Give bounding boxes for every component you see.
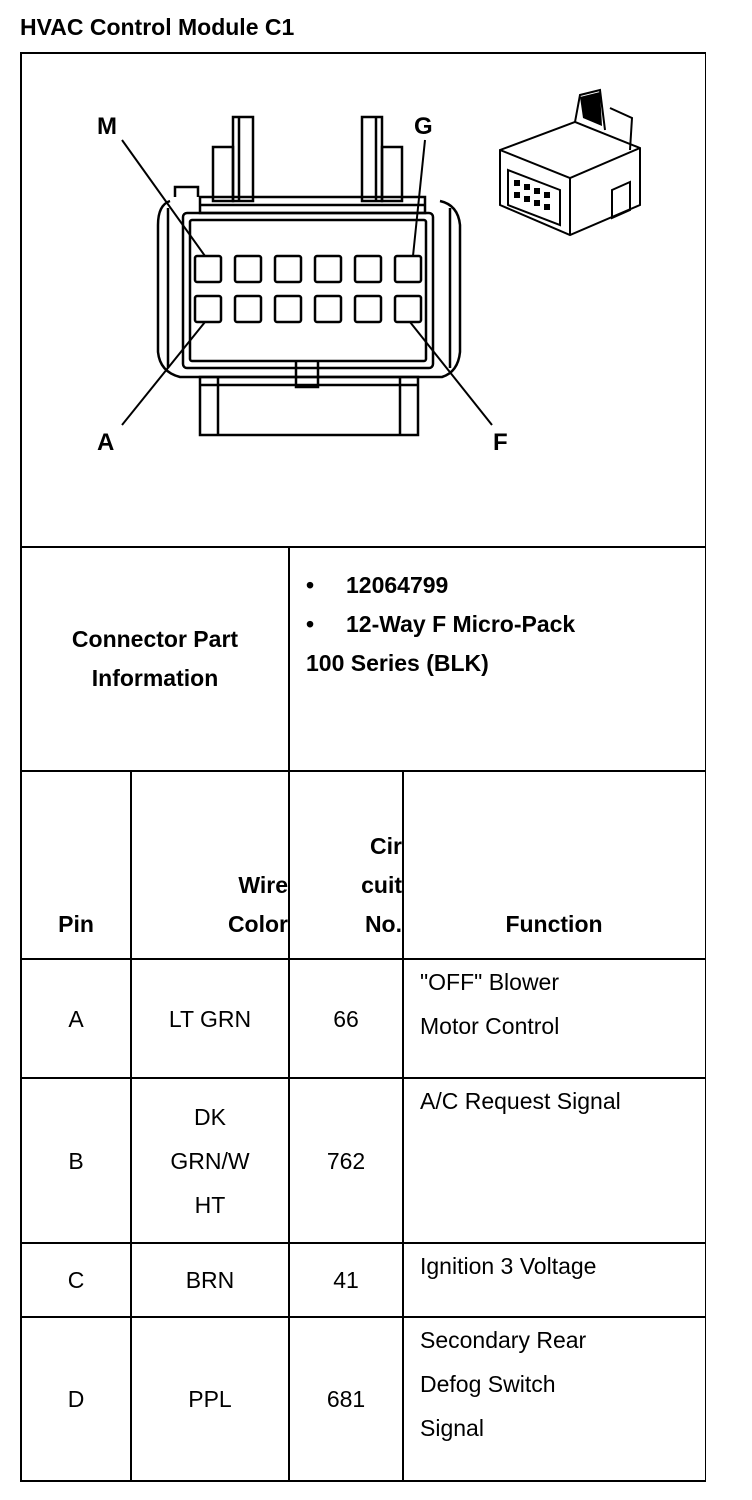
description-item: • 12-Way F Micro-Pack	[306, 605, 696, 644]
bullet: •	[306, 611, 315, 637]
divider	[20, 1242, 706, 1244]
table-cell-wire: PPL	[132, 1318, 288, 1480]
table-cell-circuit: 66	[290, 960, 402, 1077]
cell-text: 762	[326, 1147, 366, 1174]
connector-sheet	[20, 52, 706, 1482]
table-cell-pin: D	[22, 1318, 130, 1480]
table-cell-circuit: 681	[290, 1318, 402, 1480]
header-pin: Pin	[22, 772, 130, 958]
cell-text: 681	[326, 1386, 366, 1412]
header-text: Pin	[58, 911, 94, 937]
header-text: Wire	[238, 872, 288, 898]
part-number-item: • 12064799	[306, 566, 696, 605]
header-wire-color: Wire Color	[132, 772, 288, 958]
connector-face-diagram: M G A F	[97, 88, 641, 456]
cell-text: PPL	[188, 1386, 232, 1412]
divider	[20, 1077, 706, 1079]
cell-text: 66	[333, 1005, 359, 1032]
cell-text: LT GRN	[168, 1005, 252, 1032]
pin-cavities	[193, 254, 423, 324]
pin-label-a: A	[97, 429, 114, 456]
divider	[402, 770, 404, 1482]
connector-info-label-line: Information	[91, 665, 219, 691]
cell-text: A/C Request Signal	[420, 1088, 621, 1114]
cell-text: 41	[333, 1267, 359, 1293]
table-cell-circuit: 41	[290, 1244, 402, 1316]
description-line: 12-Way F Micro-Pack	[346, 611, 576, 637]
page-title: HVAC Control Module C1	[20, 14, 295, 40]
cell-text: D	[67, 1386, 85, 1412]
cell-text: BRN	[185, 1267, 235, 1293]
description-line: 100 Series (BLK)	[306, 650, 489, 676]
header-text: cuit	[361, 872, 402, 898]
divider	[288, 770, 290, 1482]
cell-text: Signal	[420, 1415, 484, 1441]
pin-label-g: G	[414, 113, 433, 140]
table-cell-wire: BRN	[132, 1244, 288, 1316]
cell-text: DK	[194, 1103, 226, 1130]
cell-text: GRN/W	[170, 1147, 250, 1174]
part-number: 12064799	[346, 572, 449, 598]
connector-info-details: • 12064799 • 12-Way F Micro-Pack 100 Serie…	[306, 566, 696, 683]
table-cell-function: A/C Request Signal	[404, 1079, 704, 1242]
cell-text: C	[67, 1267, 85, 1293]
cell-text: Ignition 3 Voltage	[420, 1253, 597, 1279]
bullet: •	[306, 572, 315, 598]
cell-text: Motor Control	[420, 1013, 560, 1039]
left-latch-post	[231, 115, 255, 203]
header-circuit-no: Cir cuit No.	[290, 772, 402, 958]
pin-label-m: M	[97, 113, 117, 140]
header-text: No.	[364, 911, 402, 937]
header-text: Function	[505, 911, 603, 937]
description-item: 100 Series (BLK)	[306, 644, 696, 683]
divider	[20, 1316, 706, 1318]
connector-info-label: Connector Part Information	[22, 548, 288, 770]
connector-isometric-icon	[499, 88, 641, 237]
pin-label-f: F	[493, 429, 508, 456]
table-cell-circuit: 762	[290, 1079, 402, 1242]
table-cell-wire: DK GRN/W HT	[132, 1079, 288, 1242]
cell-text: A	[68, 1005, 84, 1032]
divider	[20, 546, 706, 548]
cell-text: Secondary Rear	[420, 1327, 587, 1353]
header-text: Cir	[370, 833, 402, 859]
table-cell-pin: B	[22, 1079, 130, 1242]
divider	[130, 770, 132, 1482]
divider	[288, 546, 290, 770]
cell-text: Defog Switch	[420, 1371, 556, 1397]
table-cell-wire: LT GRN	[132, 960, 288, 1077]
right-latch-post	[360, 115, 384, 203]
table-cell-function: Ignition 3 Voltage	[404, 1244, 704, 1316]
header-text: Color	[227, 911, 288, 937]
table-cell-pin: A	[22, 960, 130, 1077]
header-function: Function	[404, 772, 704, 958]
divider	[20, 770, 706, 772]
cell-text: B	[68, 1147, 84, 1174]
table-cell-pin: C	[22, 1244, 130, 1316]
cell-text: "OFF" Blower	[420, 969, 560, 995]
cell-text: HT	[194, 1191, 226, 1218]
connector-info-label-line: Connector Part	[71, 626, 239, 652]
divider	[20, 958, 706, 960]
